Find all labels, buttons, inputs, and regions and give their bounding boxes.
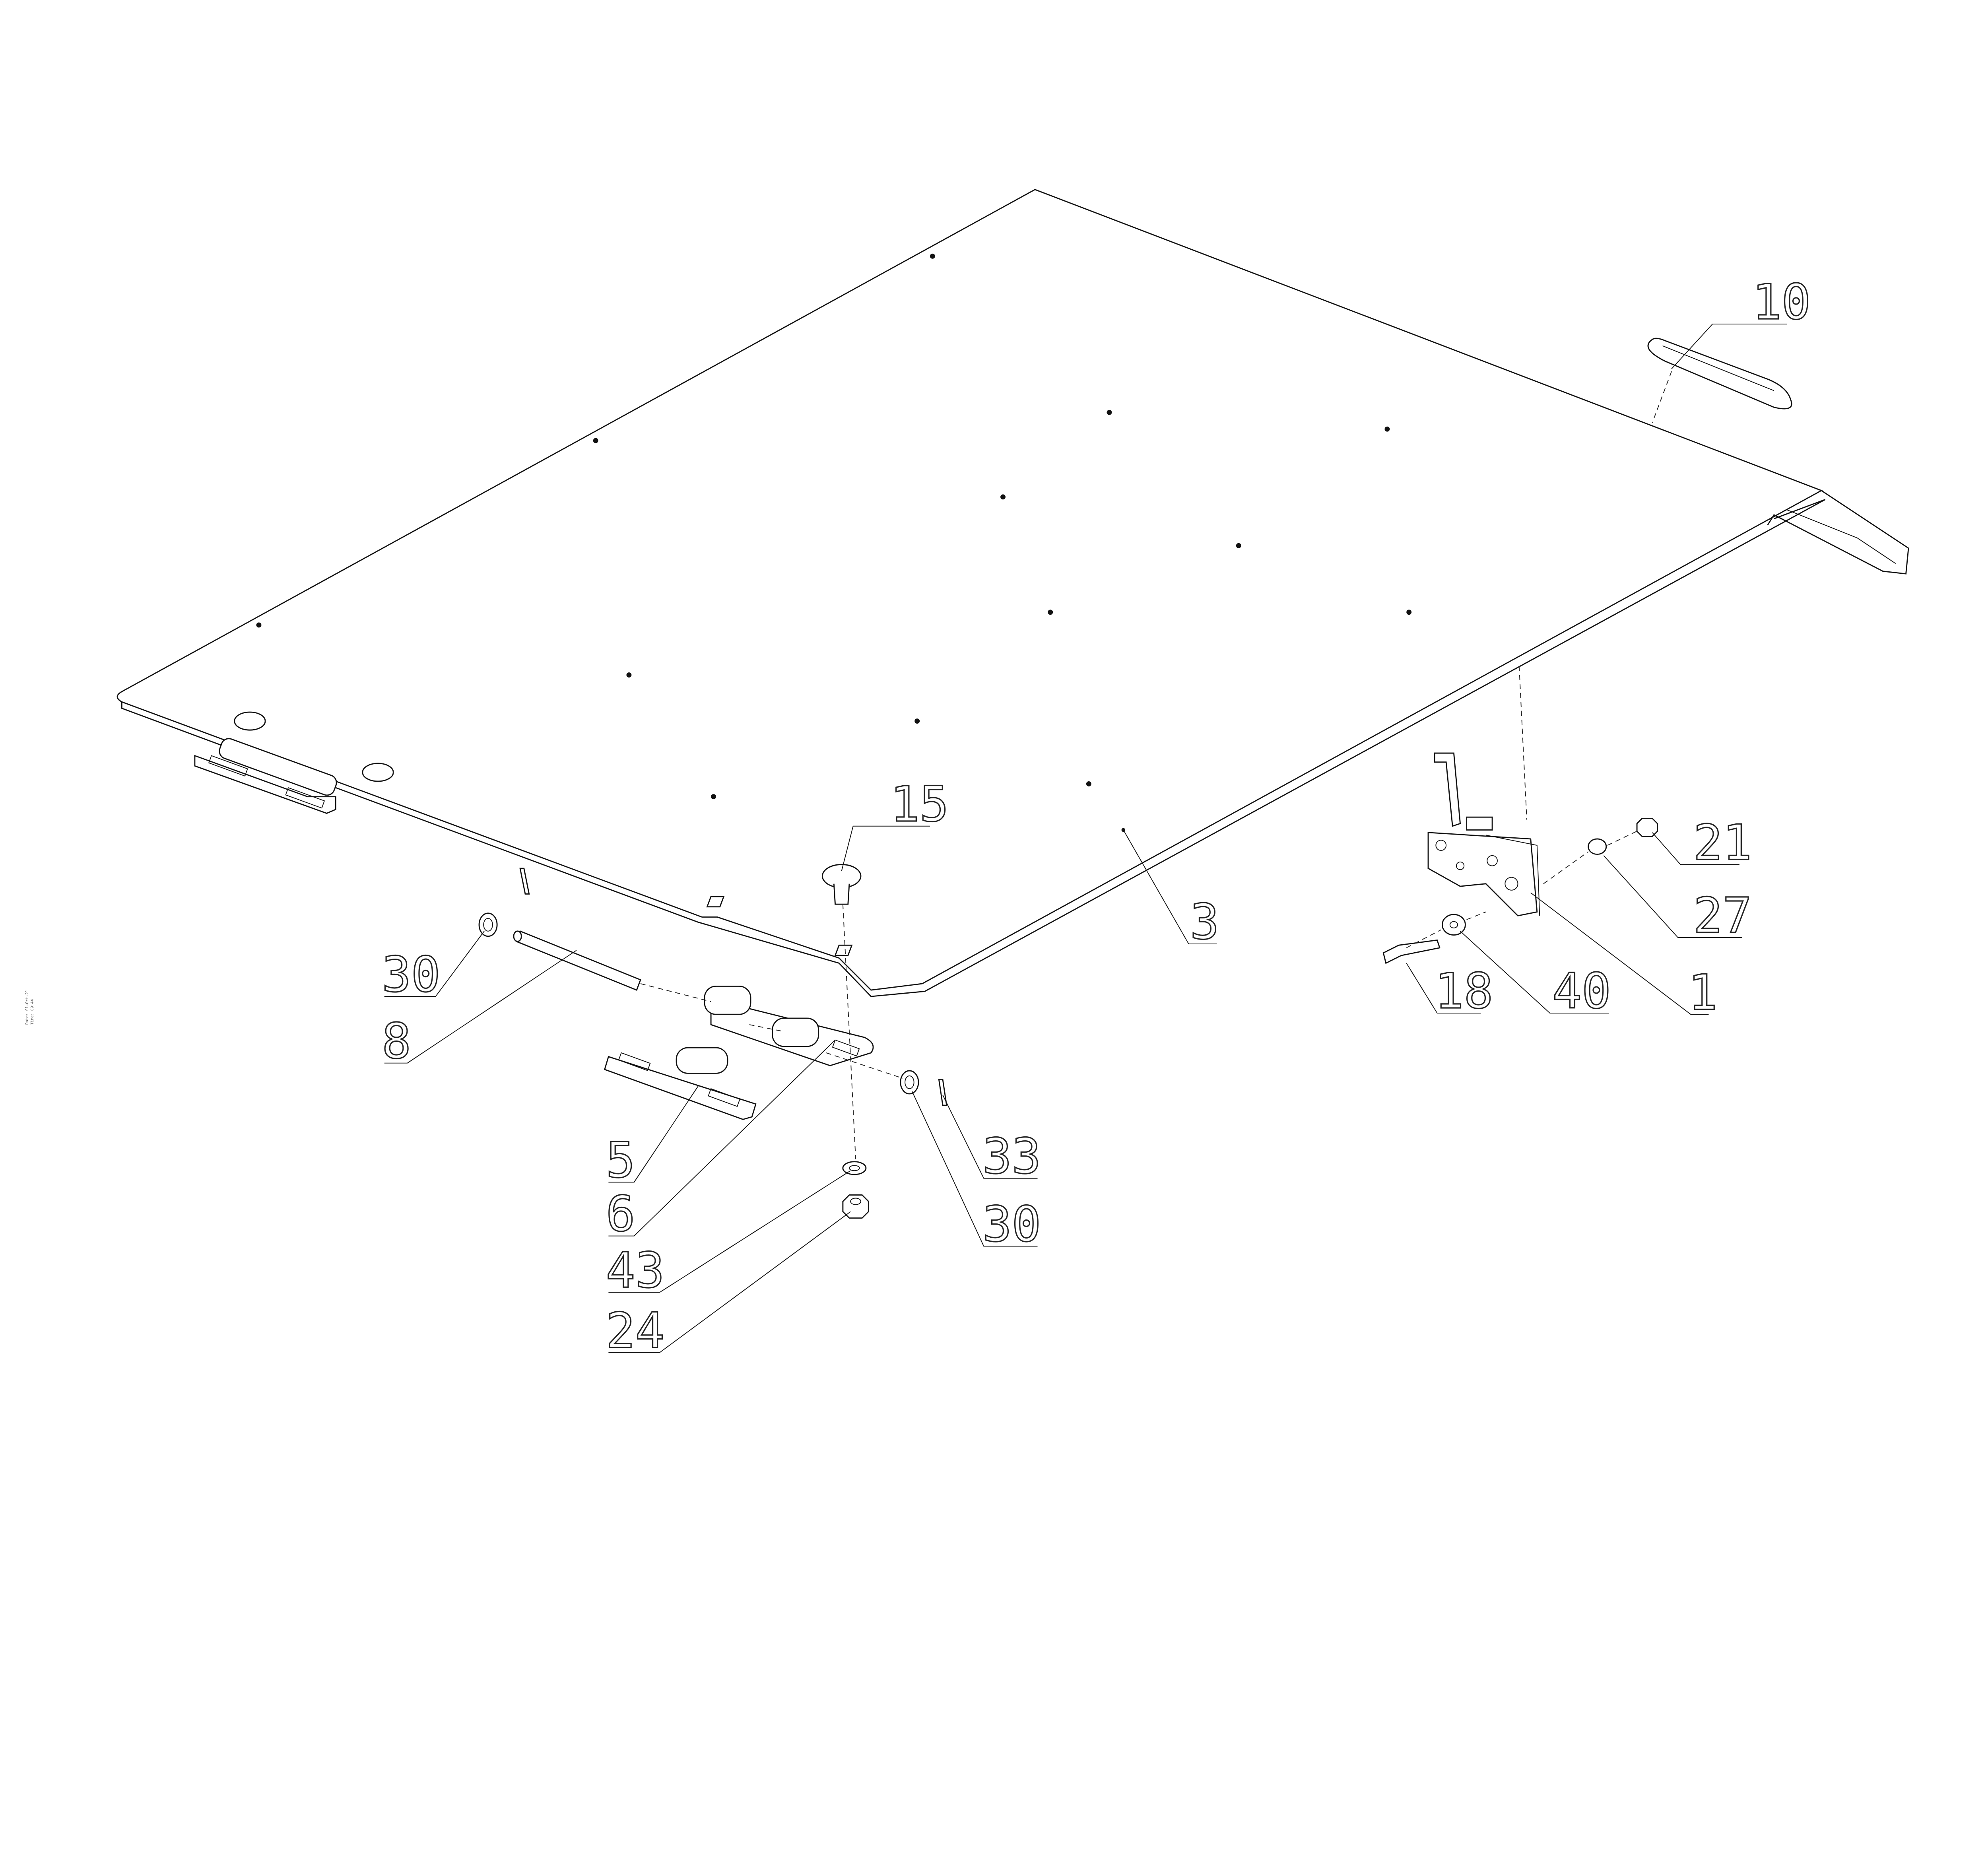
panel-holes bbox=[256, 253, 1412, 832]
callout-3: 3 bbox=[1190, 893, 1219, 950]
washer-30-right bbox=[900, 1070, 919, 1095]
hinge-5 bbox=[604, 1047, 757, 1120]
assembly-axes bbox=[640, 371, 1672, 1159]
callout-15: 15 bbox=[890, 776, 949, 833]
callout-24: 24 bbox=[606, 1302, 664, 1359]
washer-30-left bbox=[478, 912, 498, 937]
washer-43 bbox=[842, 1161, 867, 1175]
split-pin-left bbox=[519, 868, 530, 895]
stamp-date: Date: 01-Oct-21 bbox=[25, 990, 29, 1025]
lock-assembly bbox=[1427, 752, 1540, 916]
washer-27 bbox=[1588, 838, 1607, 855]
callout-8: 8 bbox=[382, 1013, 411, 1070]
callout-40: 40 bbox=[1552, 963, 1611, 1019]
callout-21: 21 bbox=[1693, 814, 1752, 871]
callout-30-right: 30 bbox=[982, 1196, 1041, 1252]
callout-27: 27 bbox=[1693, 887, 1752, 944]
callout-10: 10 bbox=[1752, 274, 1811, 330]
stamp-time: Time: 09:44 bbox=[30, 999, 35, 1025]
callout-6: 6 bbox=[606, 1186, 635, 1243]
callout-labels: 10 15 3 21 27 1 40 18 30 8 5 6 43 24 33 … bbox=[381, 273, 1811, 1359]
left-hinge-assembled bbox=[194, 711, 394, 814]
handle bbox=[1647, 338, 1792, 410]
callout-5: 5 bbox=[606, 1132, 635, 1188]
screw-15 bbox=[821, 864, 862, 905]
pin-8 bbox=[513, 930, 641, 991]
exploded-assembly-drawing: Date: 01-Oct-21 Time: 09:44 bbox=[25, 189, 1909, 1359]
bolt-18 bbox=[1382, 939, 1441, 964]
date-time-stamp: Date: 01-Oct-21 Time: 09:44 bbox=[25, 990, 35, 1025]
split-pin-right bbox=[938, 1079, 947, 1106]
cover-panel bbox=[116, 189, 1909, 997]
callout-30-left: 30 bbox=[382, 946, 440, 1003]
callout-43: 43 bbox=[606, 1242, 664, 1299]
callout-33: 33 bbox=[982, 1128, 1041, 1185]
leader-lines bbox=[384, 324, 1787, 1353]
callout-1: 1 bbox=[1688, 964, 1718, 1021]
callout-18: 18 bbox=[1435, 963, 1493, 1019]
washer-40 bbox=[1442, 914, 1466, 936]
hinge-6 bbox=[704, 985, 874, 1066]
nut-21 bbox=[1636, 817, 1658, 837]
